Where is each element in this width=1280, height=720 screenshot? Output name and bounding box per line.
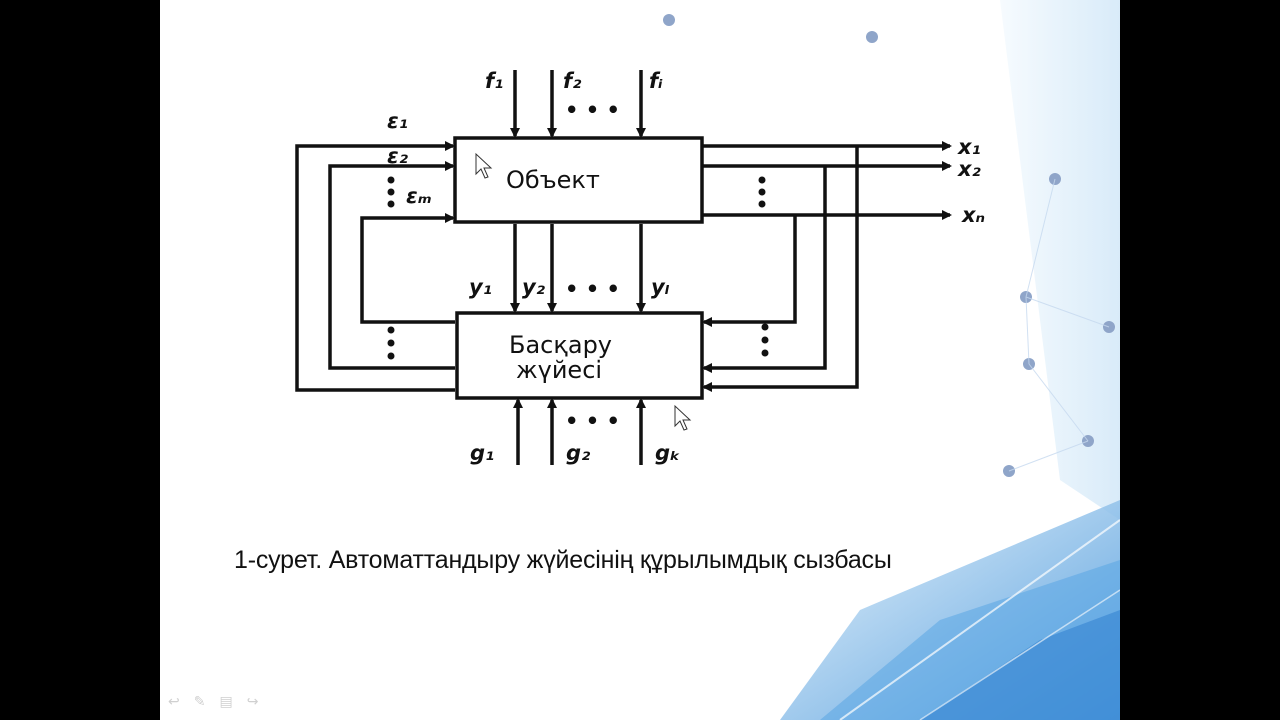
background-decoration (663, 0, 1120, 720)
label-em: εₘ (406, 184, 432, 208)
control-em (360, 213, 455, 324)
menu-icon[interactable]: ▤ (219, 694, 233, 710)
ellipsis-bottom: • • • (565, 409, 620, 433)
vertical-ellipses (387, 176, 769, 360)
label-x1: x₁ (957, 135, 981, 159)
label-f2: f₂ (563, 69, 582, 93)
label-x2: x₂ (957, 157, 982, 181)
structural-diagram: • • • • • • • • • Объект Басқару жүйесі … (295, 69, 985, 465)
slide: • • • • • • • • • Объект Басқару жүйесі … (160, 0, 1120, 720)
control-e2 (328, 161, 455, 370)
control-label-line2: жүйесі (516, 356, 602, 384)
ellipsis-middle: • • • (565, 277, 620, 301)
feedback-x1 (702, 146, 859, 392)
label-e2: ε₂ (387, 144, 409, 168)
cursor-icon (475, 152, 493, 179)
cursor-icon-2 (674, 404, 692, 431)
label-g1: g₁ (470, 441, 494, 465)
control-e1 (295, 141, 455, 392)
figure-caption: 1-сурет. Автоматтандыру жүйесінің құрылы… (234, 546, 892, 574)
object-block (453, 136, 704, 224)
feedback-xn (702, 215, 797, 327)
object-label: Объект (506, 166, 600, 194)
previous-slide-icon[interactable]: ↩ (168, 694, 180, 710)
label-f1: f₁ (485, 69, 503, 93)
label-y2: y₂ (522, 275, 546, 299)
feedback-x2 (702, 166, 827, 373)
pen-icon[interactable]: ✎ (193, 694, 206, 710)
control-system-block (455, 311, 704, 400)
label-g2: g₂ (566, 441, 591, 465)
slideshow-controls: ↩ ✎ ▤ ↪ (168, 694, 258, 710)
label-yl: yₗ (651, 275, 670, 299)
label-gk: gₖ (655, 441, 680, 465)
label-xn: xₙ (961, 203, 985, 227)
control-label-line1: Басқару (509, 331, 612, 359)
next-slide-icon[interactable]: ↪ (246, 694, 259, 710)
label-fi: fᵢ (649, 69, 663, 93)
label-e1: ε₁ (387, 109, 408, 133)
label-y1: y₁ (469, 275, 492, 299)
ellipsis-top: • • • (565, 98, 620, 122)
